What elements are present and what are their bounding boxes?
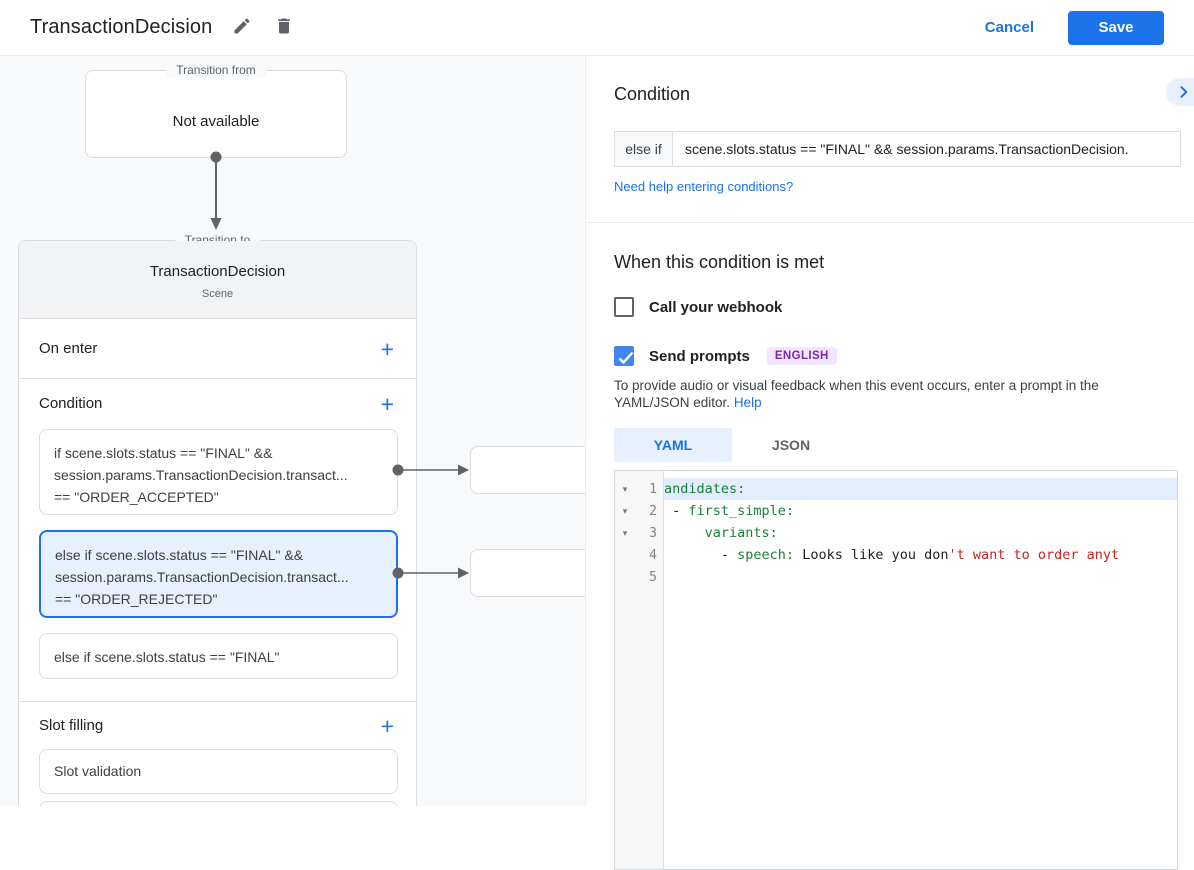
language-badge: ENGLISH bbox=[766, 347, 837, 365]
condition-card-order-accepted[interactable]: if scene.slots.status == "FINAL" && sess… bbox=[39, 429, 398, 515]
prompt-note: To provide audio or visual feedback when… bbox=[614, 378, 1099, 410]
scene-header[interactable]: TransactionDecision Scene bbox=[19, 241, 416, 319]
edit-scene-name-button[interactable] bbox=[230, 16, 254, 40]
code-line[interactable]: variants: bbox=[704, 525, 778, 541]
send-prompts-row: Send prompts ENGLISH bbox=[614, 346, 837, 366]
send-prompts-label: Send prompts bbox=[649, 347, 750, 365]
prompt-help-link[interactable]: Help bbox=[733, 395, 762, 410]
cancel-button[interactable]: Cancel bbox=[984, 19, 1034, 36]
condition-card-final[interactable]: else if scene.slots.status == "FINAL" bbox=[39, 633, 398, 679]
delete-scene-button[interactable] bbox=[272, 16, 296, 40]
call-webhook-label: Call your webhook bbox=[649, 298, 783, 316]
collapse-panel-button[interactable] bbox=[1166, 78, 1194, 106]
add-slot-button[interactable]: + bbox=[380, 712, 394, 739]
transition-from-value: Not available bbox=[172, 113, 260, 130]
webhook-row: Call your webhook bbox=[614, 297, 782, 317]
add-condition-button[interactable]: + bbox=[380, 390, 394, 417]
on-enter-label: On enter bbox=[39, 340, 98, 357]
code-line[interactable]: andidates: bbox=[664, 478, 1177, 500]
condition-detail-panel: Condition else if Need help entering con… bbox=[585, 56, 1194, 870]
condition-expression-group: else if bbox=[614, 131, 1181, 167]
on-enter-section: On enter + bbox=[19, 319, 416, 378]
condition-label: Condition bbox=[39, 395, 103, 412]
tab-yaml[interactable]: YAML bbox=[614, 428, 732, 462]
slot-card-partial[interactable] bbox=[39, 801, 398, 806]
divider bbox=[19, 378, 416, 379]
editor-tabs: YAML JSON bbox=[614, 428, 850, 462]
save-button[interactable]: Save bbox=[1068, 10, 1164, 45]
condition-expression-input[interactable] bbox=[672, 131, 1181, 167]
top-bar: TransactionDecision Cancel Save bbox=[0, 0, 1194, 56]
scene-graph-canvas: Transition from Not available Transition… bbox=[0, 56, 585, 806]
send-prompts-checkbox[interactable] bbox=[614, 346, 634, 366]
condition-section: Condition + bbox=[19, 382, 416, 425]
tab-json[interactable]: JSON bbox=[771, 437, 811, 453]
condition-prefix: else if bbox=[614, 131, 672, 167]
call-webhook-checkbox[interactable] bbox=[614, 297, 634, 317]
code-line[interactable] bbox=[664, 566, 1177, 588]
fold-arrow-icon[interactable]: ▾ bbox=[622, 527, 628, 538]
conditions-help-link[interactable]: Need help entering conditions? bbox=[614, 179, 794, 194]
code-lines[interactable]: andidates: - first_simple: variants: - s… bbox=[664, 471, 1177, 869]
transition-from-node[interactable]: Transition from Not available bbox=[85, 63, 347, 158]
slot-filling-label: Slot filling bbox=[39, 717, 104, 734]
code-line[interactable]: - first_simple: bbox=[664, 503, 795, 519]
transition-to-node: Transition to TransactionDecision Scene … bbox=[18, 233, 417, 806]
fold-arrow-icon[interactable]: ▾ bbox=[622, 505, 628, 516]
transition-target-box[interactable] bbox=[470, 549, 585, 597]
condition-met-heading: When this condition is met bbox=[614, 252, 825, 272]
add-on-enter-button[interactable]: + bbox=[380, 335, 394, 362]
trash-icon bbox=[274, 18, 294, 39]
code-line[interactable]: - speech: Looks like you don't want to o… bbox=[664, 547, 1120, 563]
transition-from-label: Transition from bbox=[166, 63, 266, 77]
slot-filling-section: Slot filling + bbox=[19, 704, 416, 747]
divider bbox=[19, 701, 416, 702]
fold-arrow-icon[interactable]: ▾ bbox=[622, 483, 628, 494]
page-title: TransactionDecision bbox=[30, 16, 213, 38]
panel-heading: Condition bbox=[614, 84, 691, 104]
slot-validation-card[interactable]: Slot validation bbox=[39, 749, 398, 794]
condition-card-order-rejected[interactable]: else if scene.slots.status == "FINAL" &&… bbox=[39, 530, 398, 618]
pencil-icon bbox=[232, 18, 252, 39]
scene-name: TransactionDecision bbox=[149, 263, 286, 280]
transition-target-box[interactable] bbox=[470, 446, 585, 494]
scene-type: Scene bbox=[201, 288, 234, 300]
panel-divider bbox=[586, 222, 1194, 223]
